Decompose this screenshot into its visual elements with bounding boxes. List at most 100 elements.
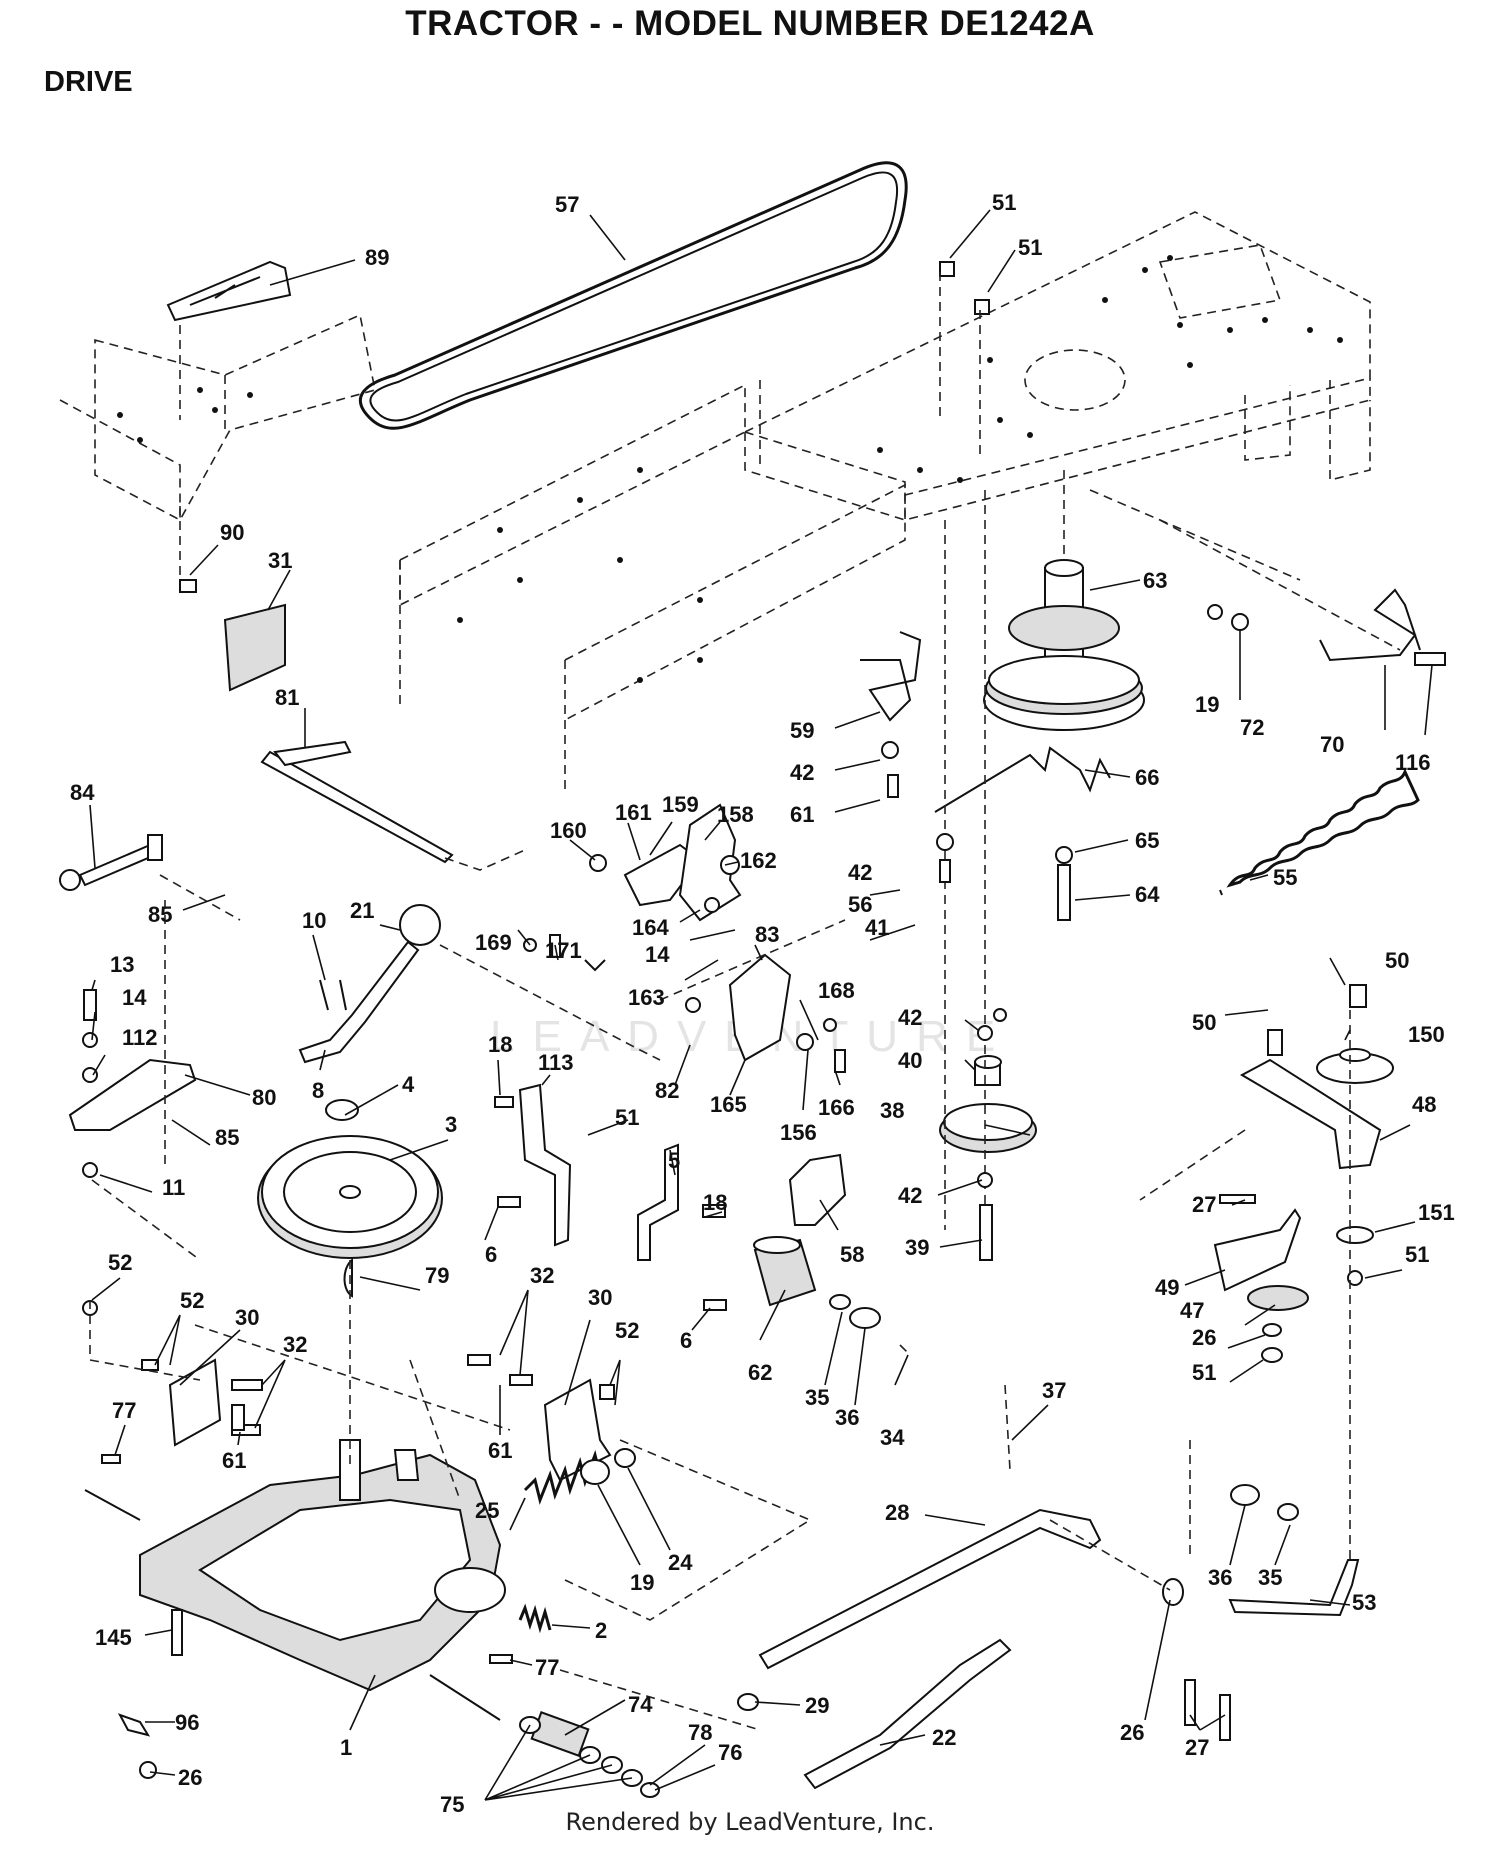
cross-shaft-end — [59, 869, 81, 891]
callout-14: 14 — [122, 985, 147, 1010]
idler-pulley-38 — [939, 1055, 1037, 1153]
footer-credit: Rendered by LeadVenture, Inc. — [565, 1808, 935, 1836]
callout-47: 47 — [1180, 1298, 1204, 1323]
callout-26: 26 — [1120, 1720, 1144, 1745]
engine-pulley — [983, 559, 1145, 731]
washer-156 — [796, 1033, 814, 1051]
callout-52: 52 — [615, 1318, 639, 1343]
callout-53: 53 — [1352, 1590, 1376, 1615]
callout-37: 37 — [1042, 1378, 1066, 1403]
callout-75: 75 — [440, 1792, 464, 1817]
callout-160: 160 — [550, 818, 587, 843]
key-79 — [343, 1257, 353, 1298]
shift-plate-slot — [189, 276, 261, 306]
callout-30: 30 — [235, 1305, 259, 1330]
callout-32: 32 — [283, 1332, 307, 1357]
callout-32: 32 — [530, 1263, 554, 1288]
callout-84: 84 — [70, 780, 95, 805]
section-heading: DRIVE — [44, 66, 133, 98]
drive-belt — [359, 161, 908, 430]
transaxle — [84, 1439, 506, 1721]
callout-77: 77 — [112, 1398, 136, 1423]
callout-51: 51 — [992, 190, 1016, 215]
rod-22 — [803, 1638, 1012, 1790]
callout-14: 14 — [645, 942, 670, 967]
callout-159: 159 — [662, 792, 699, 817]
callout-55: 55 — [1273, 865, 1297, 890]
callout-48: 48 — [1412, 1092, 1436, 1117]
spring-2 — [518, 1603, 552, 1634]
callout-13: 13 — [110, 952, 134, 977]
callout-36: 36 — [1208, 1565, 1232, 1590]
idler-arm-48 — [1239, 1058, 1382, 1170]
callout-63: 63 — [1143, 568, 1167, 593]
callout-151: 151 — [1418, 1200, 1455, 1225]
shift-rod-arm — [273, 740, 352, 767]
brake-rod-28 — [758, 1508, 1102, 1670]
callout-35: 35 — [1258, 1565, 1282, 1590]
callout-51: 51 — [1192, 1360, 1216, 1385]
callout-25: 25 — [475, 1498, 499, 1523]
callout-79: 79 — [425, 1263, 449, 1288]
callout-35: 35 — [805, 1385, 829, 1410]
callout-31: 31 — [268, 548, 292, 573]
snap-ring-4 — [325, 1099, 359, 1121]
callout-78: 78 — [688, 1720, 712, 1745]
pivot-bracket-165 — [728, 953, 792, 1062]
callout-90: 90 — [220, 520, 244, 545]
callout-96: 96 — [175, 1710, 199, 1735]
callout-1: 1 — [340, 1735, 352, 1760]
callout-3: 3 — [445, 1112, 457, 1137]
callout-leaders — [89, 209, 1433, 1801]
callout-85: 85 — [148, 902, 172, 927]
callout-52: 52 — [108, 1250, 132, 1275]
callout-116: 116 — [1395, 750, 1431, 775]
callout-61: 61 — [222, 1448, 246, 1473]
callout-8: 8 — [312, 1078, 324, 1103]
callout-50: 50 — [1192, 1010, 1216, 1035]
callout-50: 50 — [1385, 948, 1409, 973]
idler-pulley-47 — [1247, 1285, 1309, 1311]
callout-161: 161 — [615, 800, 652, 825]
callout-26: 26 — [1192, 1325, 1216, 1350]
belt-guide-59 — [860, 631, 922, 722]
callout-61: 61 — [790, 802, 814, 827]
callout-72: 72 — [1240, 715, 1264, 740]
callout-19: 19 — [1195, 692, 1219, 717]
callout-89: 89 — [365, 245, 389, 270]
callout-52: 52 — [180, 1288, 204, 1313]
callout-158: 158 — [717, 802, 754, 827]
callout-70: 70 — [1320, 732, 1344, 757]
callout-51: 51 — [1405, 1242, 1429, 1267]
belt-keeper-66 — [934, 746, 1111, 813]
mounting-bracket-80 — [68, 1058, 197, 1131]
callout-19: 19 — [630, 1570, 654, 1595]
callout-42: 42 — [898, 1005, 922, 1030]
washer-35 — [829, 1294, 851, 1310]
bracket-5 — [637, 1143, 679, 1261]
pulley-hub-150 — [1339, 1048, 1371, 1062]
callout-145: 145 — [95, 1625, 132, 1650]
callout-85: 85 — [215, 1125, 239, 1150]
spring-55 — [1219, 768, 1420, 896]
callout-112: 112 — [122, 1025, 158, 1050]
frame-holes — [117, 255, 1343, 683]
callout-10: 10 — [302, 908, 326, 933]
callout-labels: 57 51 51 89 90 31 63 19 72 70 116 81 59 … — [70, 190, 1455, 1817]
callout-166: 166 — [818, 1095, 855, 1120]
callout-18: 18 — [703, 1190, 727, 1215]
callout-42: 42 — [790, 760, 814, 785]
callout-38: 38 — [880, 1098, 904, 1123]
callout-171: 171 — [545, 938, 582, 963]
callout-26: 26 — [178, 1765, 202, 1790]
callout-56: 56 — [848, 892, 872, 917]
washer-36b — [1230, 1484, 1260, 1506]
callout-21: 21 — [350, 898, 374, 923]
callout-77: 77 — [535, 1655, 559, 1680]
chassis-frame — [59, 211, 1371, 790]
transaxle-pulley — [257, 1135, 443, 1259]
callout-163: 163 — [628, 985, 665, 1010]
spacer-62 — [753, 1236, 817, 1307]
callout-162: 162 — [740, 848, 777, 873]
